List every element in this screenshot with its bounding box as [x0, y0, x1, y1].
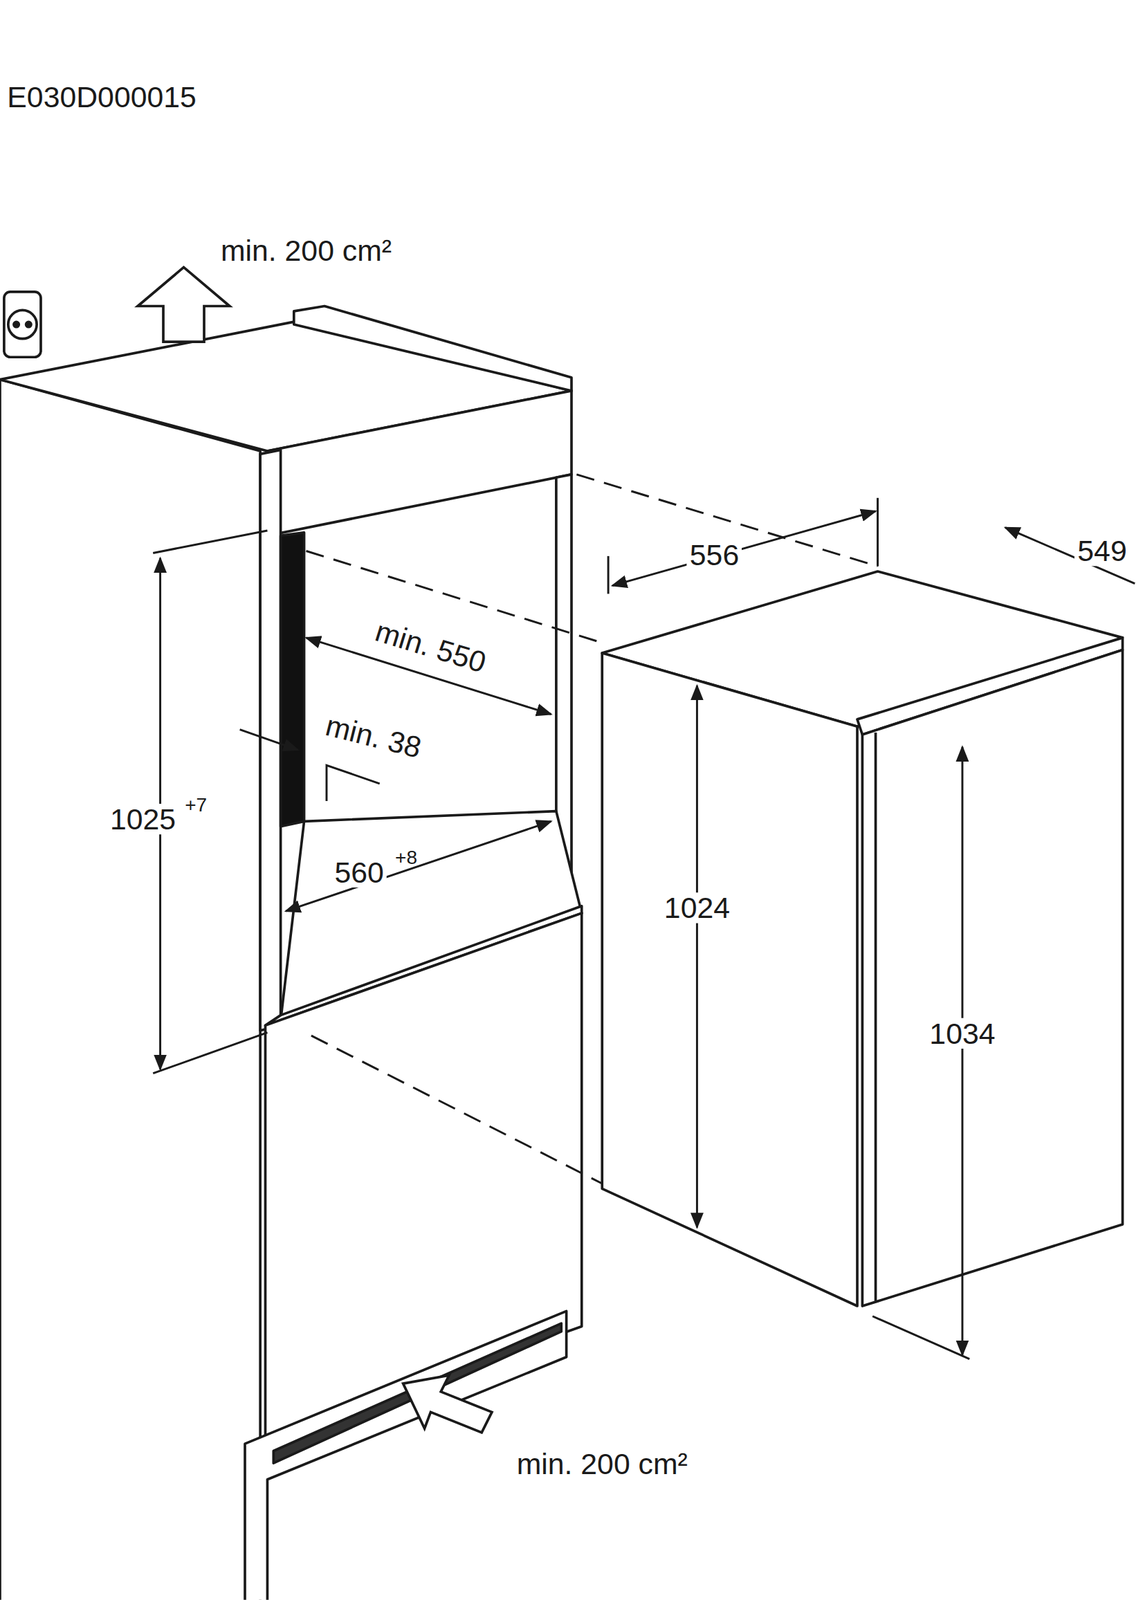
- dimension-label: 556: [686, 539, 742, 571]
- tolerance-label: +8: [392, 848, 421, 869]
- extension-line: [607, 556, 610, 595]
- appliance: [601, 571, 1123, 1307]
- vent-note: min. 200 cm²: [217, 235, 395, 267]
- dimension-lines: [152, 498, 1135, 1360]
- dimension-label: 1034: [926, 1018, 999, 1050]
- tolerance-label: +7: [181, 794, 211, 816]
- dashed-line: [311, 1035, 602, 1184]
- extension-line: [876, 498, 879, 567]
- vent-note: min. 200 cm²: [513, 1448, 691, 1480]
- appliance-door: [862, 650, 1123, 1307]
- alignment-lines: [306, 474, 879, 1184]
- dimension-label: 1025: [106, 803, 179, 836]
- dimension-label: 549: [1074, 535, 1130, 567]
- socket-plate: [4, 291, 41, 358]
- dimension-line: [612, 511, 876, 587]
- socket-hole: [13, 321, 19, 327]
- cabinet-top-rim: [294, 306, 572, 391]
- dimension-label: 1024: [660, 892, 733, 924]
- dimension-line: [1005, 527, 1135, 584]
- cabinet: [0, 306, 582, 1600]
- air-out-arrow: [137, 267, 230, 342]
- dimension-line: [285, 821, 552, 912]
- vent-slot: [273, 1323, 562, 1464]
- air-arrows: [137, 267, 492, 1433]
- dimension-line: [696, 685, 699, 1228]
- drawing-code: E030D000015: [4, 81, 200, 113]
- socket-hole: [26, 321, 32, 327]
- leader-line: [326, 765, 380, 802]
- cabinet-side: [0, 379, 261, 1600]
- vent-strip: [280, 532, 305, 827]
- air-in-arrow: [403, 1375, 492, 1433]
- socket: [4, 291, 41, 358]
- appliance-side: [601, 653, 858, 1307]
- dashed-line: [306, 551, 603, 644]
- cabinet-top-front: [267, 390, 572, 536]
- dimension-label: min. 38: [319, 709, 428, 765]
- dimension-line: [240, 729, 299, 751]
- door-edge: [874, 732, 878, 1302]
- extension-line: [152, 530, 268, 553]
- dimension-label: min. 550: [368, 614, 492, 679]
- dimension-label: 560: [331, 857, 387, 889]
- extension-line: [872, 1316, 970, 1360]
- dimension-line: [961, 747, 964, 1356]
- socket-face: [8, 309, 37, 339]
- extension-line: [152, 1032, 268, 1074]
